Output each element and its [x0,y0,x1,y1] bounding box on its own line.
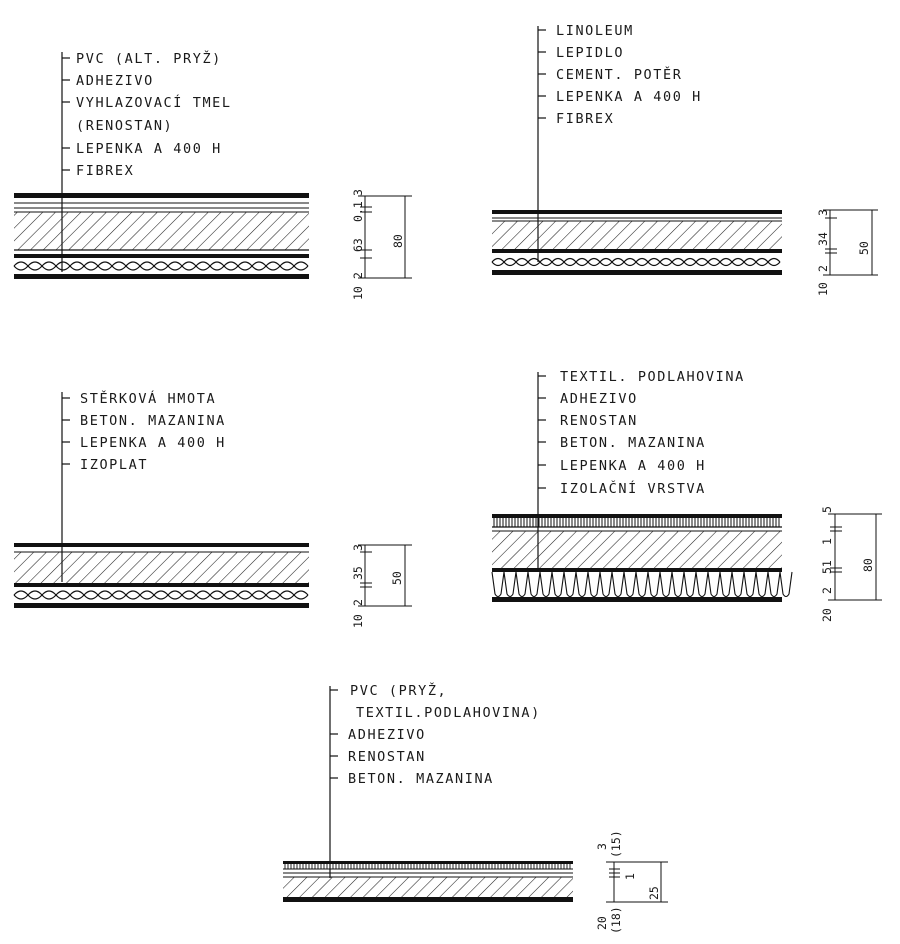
layer-label: LEPENKA A 400 H [560,458,706,474]
dimension-label: 80 [861,558,875,572]
layer-label: FIBREX [556,111,614,127]
dimension-label: 35 [351,566,365,580]
dimension-label: 1 [623,873,637,880]
dimension-label: 10 [351,286,365,300]
dimension-label: 20 [595,916,609,930]
layer-label: TEXTIL. PODLAHOVINA [560,369,745,385]
dimension-label: 10 [816,282,830,296]
dimension-label: 50 [390,571,404,585]
layer-label: (RENOSTAN) [76,118,173,134]
dimension-chain: 20 2 51 1 5 80 [820,506,882,622]
layer-legend: PVC (ALT. PRYŽ) ADHEZIVO VYHLAZOVACÍ TME… [61,49,232,272]
layer-legend: STĚRKOVÁ HMOTA BETON. MAZANINA LEPENKA A… [61,390,226,582]
dimension-label: (18) [609,906,623,934]
layer-legend: TEXTIL. PODLAHOVINA ADHEZIVO RENOSTAN BE… [537,369,745,570]
textile-floor-layer [493,518,780,527]
layer-label: LINOLEUM [556,23,634,39]
layer-label: VYHLAZOVACÍ TMEL [76,94,232,111]
fibrex-insulation [13,261,309,271]
layer-label: BETON. MAZANINA [80,413,226,429]
layer-label: RENOSTAN [348,749,426,765]
layer-label: LEPENKA A 400 H [76,141,222,157]
dimension-label: 34 [816,232,830,246]
dimension-label: 2 [816,265,830,272]
dimension-label: 3 [351,544,365,551]
layer-label: BETON. MAZANINA [348,771,494,787]
layer-label: ADHEZIVO [560,391,638,407]
dimension-label: 51 [820,560,834,574]
layer-label: IZOPLAT [80,457,148,473]
layer-label: ADHEZIVO [348,727,426,743]
floor-section [491,514,793,602]
layer-label: ADHEZIVO [76,73,154,89]
layer-label: BETON. MAZANINA [560,435,706,451]
layer-label: RENOSTAN [560,413,638,429]
floor-section [13,193,309,279]
floor-detail-b: LINOLEUM LEPIDLO CEMENT. POTĚR LEPENKA A… [491,23,878,296]
layer-label: LEPIDLO [556,45,624,61]
dimension-label: 2 [351,599,365,606]
layer-label: IZOLAČNÍ VRSTVA [560,479,706,497]
floor-detail-e: PVC (PRYŽ, TEXTIL.PODLAHOVINA) ADHEZIVO … [283,681,668,934]
dimension-label: 0.1 [351,201,365,222]
layer-legend: PVC (PRYŽ, TEXTIL.PODLAHOVINA) ADHEZIVO … [329,681,541,878]
fibrex-insulation [491,257,781,267]
dimension-label: 3 [351,189,365,196]
floor-section [283,861,573,902]
dimension-label: 2 [820,587,834,594]
dimension-chain: 10 2 63 0.1 3 80 [351,189,412,300]
dimension-chain: 10 2 35 3 50 [351,544,412,628]
floor-section [13,543,309,608]
layer-label: LEPENKA A 400 H [80,435,226,451]
dimension-label: 50 [857,241,871,255]
floor-detail-a: PVC (ALT. PRYŽ) ADHEZIVO VYHLAZOVACÍ TME… [13,49,412,300]
dimension-label: 63 [351,238,365,252]
layer-label: FIBREX [76,163,134,179]
layer-label: PVC (ALT. PRYŽ) [76,49,222,67]
dimension-label: 10 [351,614,365,628]
dimension-label: 3 [816,209,830,216]
insulation-layer [491,571,793,598]
dimension-label: 5 [820,506,834,513]
dimension-label: 2 [351,272,365,279]
dimension-label: 1 [820,538,834,545]
layer-label: CEMENT. POTĚR [556,66,682,83]
dimension-label: 80 [391,234,405,248]
pvc-textile-layer [284,864,571,869]
dimension-chain: 20 (18) 3 (15) 1 25 [595,830,668,934]
dimension-chain: 10 2 34 3 50 [816,209,878,296]
dimension-label: 20 [820,608,834,622]
layer-label: STĚRKOVÁ HMOTA [80,390,216,407]
layer-label: LEPENKA A 400 H [556,89,702,105]
layer-label: PVC (PRYŽ, [350,681,447,699]
izoplat-insulation [13,590,309,600]
floor-detail-d: TEXTIL. PODLAHOVINA ADHEZIVO RENOSTAN BE… [491,369,882,622]
dimension-label: 3 [595,843,609,850]
dimension-label: (15) [609,830,623,858]
floor-section [491,210,782,275]
layer-label: TEXTIL.PODLAHOVINA) [356,705,541,721]
dimension-label: 25 [647,886,661,900]
floor-detail-c: STĚRKOVÁ HMOTA BETON. MAZANINA LEPENKA A… [13,390,412,628]
